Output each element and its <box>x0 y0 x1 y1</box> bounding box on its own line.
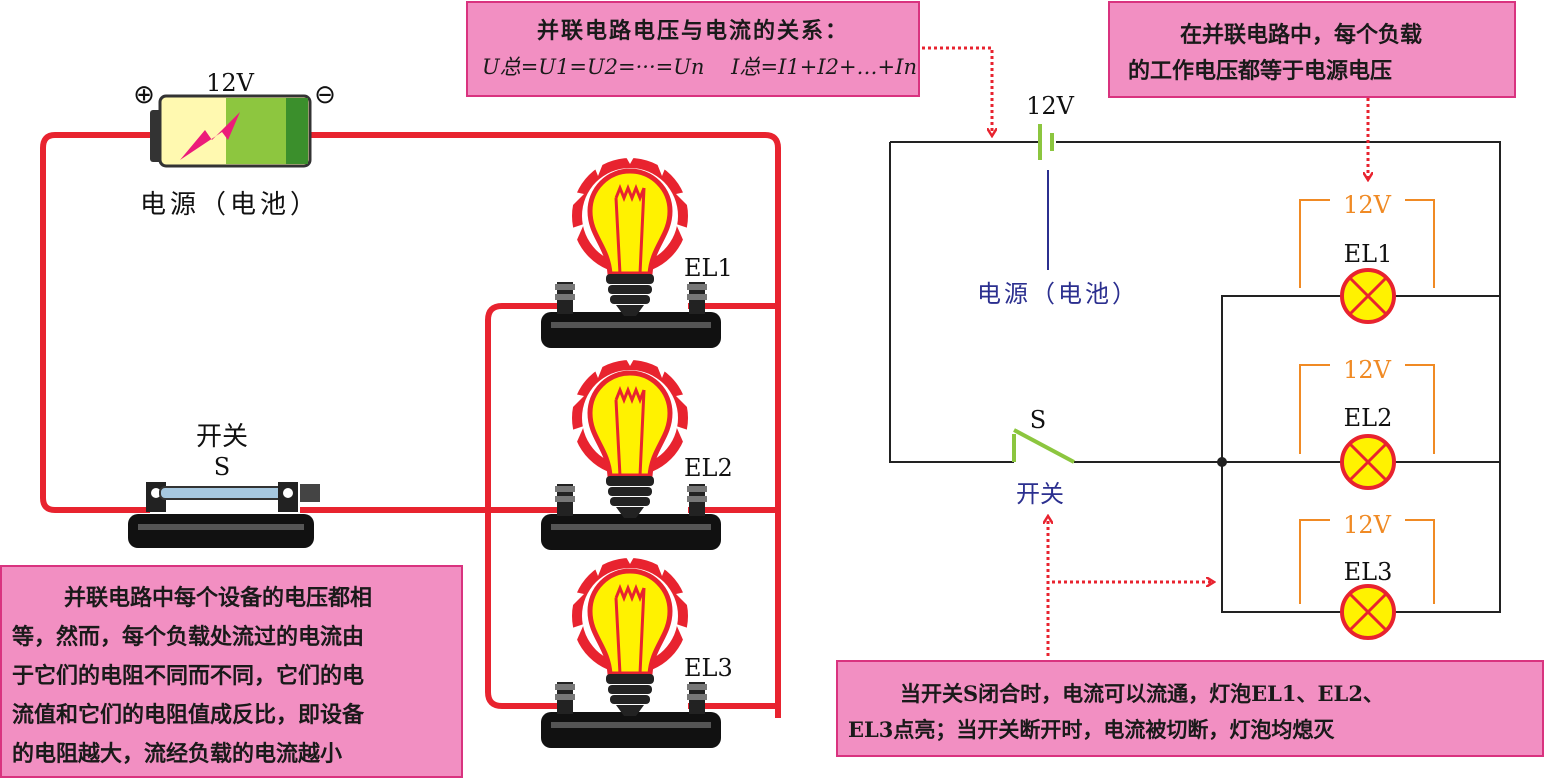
voltage-note-line2: 的工作电压都等于电源电压 <box>1128 58 1393 84</box>
battery-voltage-label: 12V <box>206 69 255 97</box>
schematic-switch-label: 开关 <box>1016 480 1064 508</box>
lamp-el1-voltage: 12V <box>1343 191 1392 219</box>
relation-note: 并联电路电压与电流的关系： U总=U1=U2=···=Un I总=I1+I2+…… <box>466 1 920 97</box>
voltage-note: 在并联电路中，每个负载 的工作电压都等于电源电压 <box>1108 1 1516 98</box>
schematic-source-label: 电源（电池） <box>977 280 1139 308</box>
bulb-el2: EL2 <box>541 352 733 550</box>
bulb-el1-label: EL1 <box>684 254 733 282</box>
callout-arrows <box>922 46 1368 656</box>
bulb-el1: EL1 <box>541 150 733 348</box>
switch-label: 开关 <box>196 422 248 452</box>
switch-note-line2: EL3点亮；当开关断开时，电流被切断，灯泡均熄灭 <box>848 717 1335 742</box>
schematic-wires <box>889 141 1501 613</box>
current-formula: I总=I1+I2+…+In <box>731 55 917 79</box>
explanation-line3: 于它们的电阻不同而不同，它们的电 <box>12 663 365 689</box>
schematic-switch-symbol: S <box>1030 406 1046 434</box>
battery-plus-icon: ⊕ <box>133 80 155 110</box>
pictorial-wires <box>40 132 781 718</box>
explanation-line4: 流值和它们的电阻值成反比，即设备 <box>12 702 365 728</box>
schematic-lamp-el1: 12V EL1 <box>1299 191 1435 324</box>
lamp-el3-label: EL3 <box>1344 558 1393 586</box>
bulb-el3: EL3 <box>541 550 733 748</box>
lamp-el2-label: EL2 <box>1344 404 1393 432</box>
switch-note: 当开关S闭合时，电流可以流通，灯泡EL1、EL2、 EL3点亮；当开关断开时，电… <box>836 660 1544 757</box>
lamp-el1-label: EL1 <box>1344 240 1393 268</box>
battery-label: 电源（电池） <box>140 190 320 220</box>
relation-note-formulas: U总=U1=U2=···=Un I总=I1+I2+…+In <box>482 51 917 81</box>
parallel-explanation-note: 并联电路中每个设备的电压都相 等，然而，每个负载处流过的电流由 于它们的电阻不同… <box>0 565 463 778</box>
schematic-source-voltage: 12V <box>1026 92 1075 120</box>
junction-dot <box>1217 457 1227 467</box>
voltage-formula: U总=U1=U2=···=Un <box>482 55 705 79</box>
relation-note-title: 并联电路电压与电流的关系： <box>536 18 849 44</box>
schematic-lamp-el3: 12V EL3 <box>1299 511 1435 640</box>
schematic-battery: 12V 电源（电池） <box>977 92 1139 308</box>
switch-note-line1: 当开关S闭合时，电流可以流通，灯泡EL1、EL2、 <box>900 681 1384 706</box>
lamp-el2-voltage: 12V <box>1343 356 1392 384</box>
explanation-line2: 等，然而，每个负载处流过的电流由 <box>12 624 365 650</box>
explanation-line5: 的电阻越大，流经负载的电流越小 <box>12 741 343 767</box>
explanation-line1: 并联电路中每个设备的电压都相 <box>64 585 373 611</box>
switch-symbol: S <box>214 453 230 481</box>
bulb-el3-label: EL3 <box>684 654 733 682</box>
voltage-note-line1: 在并联电路中，每个负载 <box>1180 22 1423 48</box>
schematic-switch: S 开关 <box>1012 406 1075 508</box>
battery: 12V ⊕ ⊖ 电源（电池） <box>133 69 336 220</box>
lamp-el3-voltage: 12V <box>1343 511 1392 539</box>
bulb-el2-label: EL2 <box>684 454 733 482</box>
schematic-lamp-el2: 12V EL2 <box>1299 356 1435 490</box>
arrow-to-source <box>922 46 992 134</box>
battery-minus-icon: ⊖ <box>314 80 336 110</box>
knife-switch: 开关 S <box>128 422 320 548</box>
